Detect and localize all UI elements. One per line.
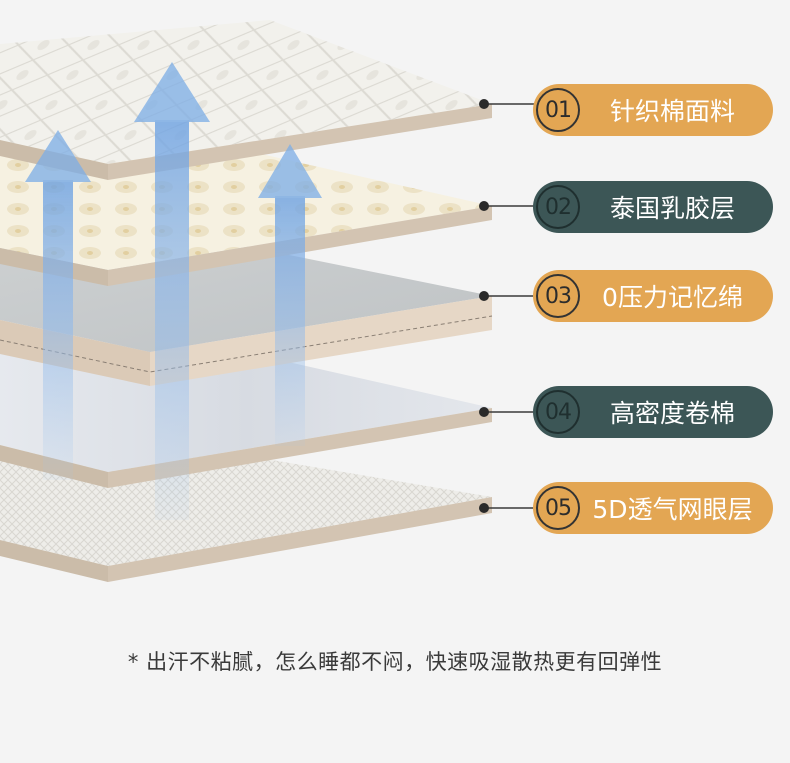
- leader-dots: [479, 99, 489, 513]
- layer-number: 03: [536, 274, 580, 318]
- arrow-up-icon: [134, 62, 210, 520]
- footer-note: * 出汗不粘腻，怎么睡都不闷，快速吸湿散热更有回弹性: [127, 650, 663, 674]
- layer-name: 泰国乳胶层: [609, 194, 735, 223]
- layer-label-04: 04 高密度卷棉: [533, 386, 773, 438]
- layer-number: 02: [536, 185, 580, 229]
- layer-label-02: 02 泰国乳胶层: [533, 181, 773, 233]
- layer-name: 针织棉面料: [609, 97, 735, 126]
- layer-name: 5D透气网眼层: [592, 495, 753, 524]
- layer-label-01: 01 针织棉面料: [533, 84, 773, 136]
- arrow-up-icon: [258, 144, 322, 446]
- layer-label-05: 05 5D透气网眼层: [533, 482, 773, 534]
- layer-name: 0压力记忆绵: [602, 283, 743, 312]
- layer-number: 01: [536, 88, 580, 132]
- layer-number: 04: [536, 390, 580, 434]
- layer-name: 高密度卷棉: [609, 399, 735, 428]
- leader-lines: [484, 103, 537, 509]
- layer-label-03: 03 0压力记忆绵: [533, 270, 773, 322]
- airflow-arrows: [25, 62, 322, 520]
- layer-number: 05: [536, 486, 580, 530]
- arrow-up-icon: [25, 130, 91, 480]
